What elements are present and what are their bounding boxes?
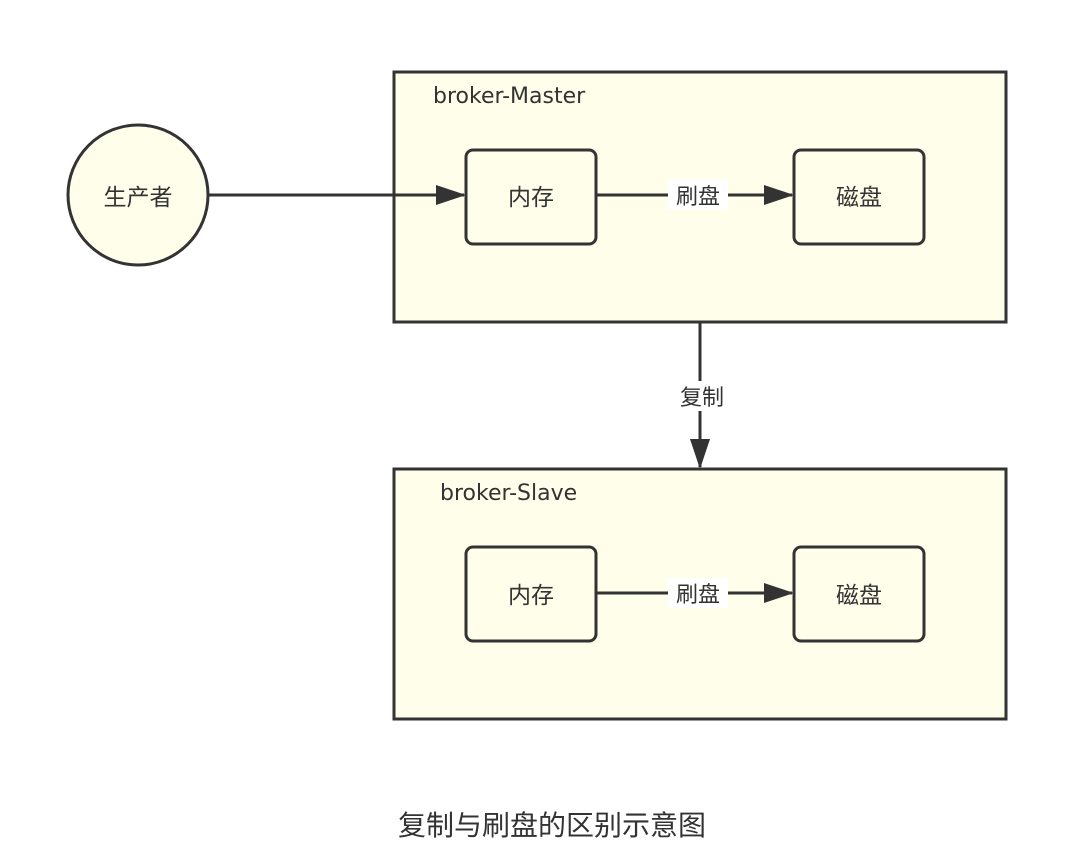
master-memory-node — [464, 148, 598, 246]
diagram-caption: 复制与刷盘的区别示意图 — [397, 809, 706, 842]
master-memory-label: 内存 — [508, 185, 554, 211]
slave-memory-label: 内存 — [508, 583, 554, 609]
master-disk-node — [792, 148, 926, 246]
slave-disk-node — [792, 545, 926, 643]
slave-group-title: broker-Slave — [440, 481, 578, 506]
master-disk-label: 磁盘 — [836, 185, 882, 211]
producer-label: 生产者 — [103, 185, 173, 211]
slave-flush-label: 刷盘 — [668, 578, 728, 608]
replication-label: 复制 — [672, 381, 732, 411]
master-flush-label: 刷盘 — [668, 180, 728, 210]
slave-disk-label: 磁盘 — [836, 583, 882, 609]
master-group-title: broker-Master — [433, 84, 586, 109]
